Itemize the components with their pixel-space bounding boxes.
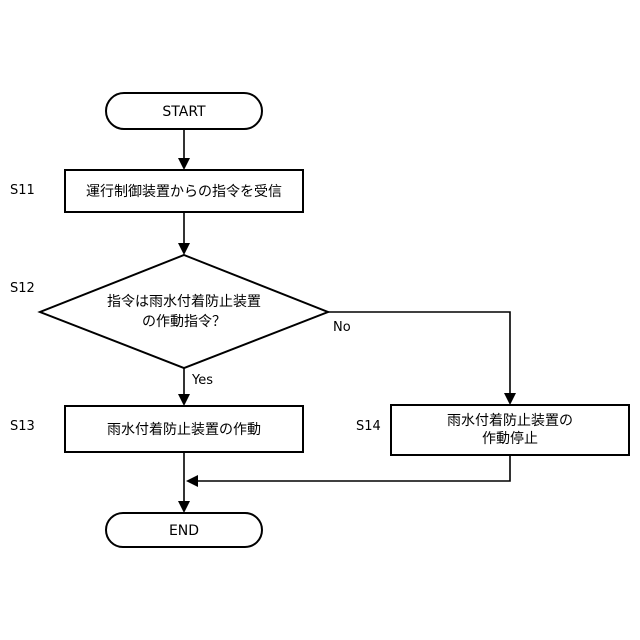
s11-label: 運行制御装置からの指令を受信 <box>86 184 282 200</box>
end-label: END <box>169 523 199 539</box>
s14-label-line2: 作動停止 <box>482 430 538 447</box>
s13-node: 雨水付着防止装置の作動 <box>65 406 303 452</box>
no-label: No <box>333 320 351 335</box>
arrowhead <box>178 501 190 513</box>
s14-label-line1: 雨水付着防止装置の <box>447 413 573 429</box>
arrowhead <box>178 243 190 255</box>
step-label-s13: S13 <box>10 419 35 434</box>
yes-label: Yes <box>191 373 213 388</box>
s11-node: 運行制御装置からの指令を受信 <box>65 170 303 212</box>
step-label-s14: S14 <box>356 419 381 434</box>
s14-node: 雨水付着防止装置の 作動停止 <box>391 405 629 455</box>
s13-label: 雨水付着防止装置の作動 <box>107 422 261 438</box>
edge-s12-s14 <box>328 312 510 395</box>
s12-node: 指令は雨水付着防止装置 の作動指令？ <box>40 255 328 368</box>
arrowhead <box>178 394 190 406</box>
edge-s14-merge <box>198 455 510 481</box>
start-node: START <box>106 93 262 129</box>
arrowhead <box>186 475 198 487</box>
arrowhead <box>504 393 516 405</box>
end-node: END <box>106 513 262 547</box>
arrowhead <box>178 158 190 170</box>
s12-shape <box>40 255 328 368</box>
step-label-s12: S12 <box>10 281 35 296</box>
s12-label-line1: 指令は雨水付着防止装置 <box>107 294 261 310</box>
s12-label-line2: の作動指令？ <box>142 314 226 330</box>
start-label: START <box>162 104 206 120</box>
step-label-s11: S11 <box>10 183 35 198</box>
